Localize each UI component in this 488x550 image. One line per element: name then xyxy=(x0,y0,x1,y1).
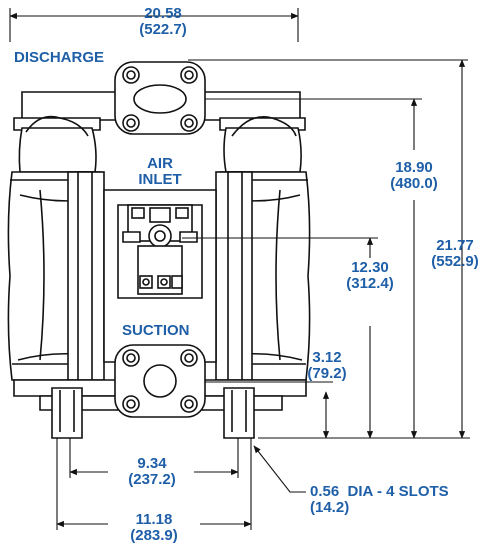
suction-height-in: 3.12 xyxy=(312,349,342,366)
discharge-height-mm: (480.0) xyxy=(390,175,438,192)
outer-slot-spacing-mm: (283.9) xyxy=(130,527,178,544)
overall-width-dimension: 20.58 (522.7) xyxy=(113,6,213,38)
dimension-lines xyxy=(9,8,470,530)
discharge-height-dimension: 18.90 (480.0) xyxy=(378,160,450,192)
mount-slots-dimension: 0.56 DIA - 4 SLOTS (14.2) xyxy=(310,484,480,516)
inner-slot-spacing-dimension: 9.34 (237.2) xyxy=(112,456,192,488)
outer-slot-spacing-dimension: 11.18 (283.9) xyxy=(110,512,198,544)
suction-height-mm: (79.2) xyxy=(307,365,347,382)
air-inlet-label: AIR INLET xyxy=(128,156,192,188)
air-inlet-height-dimension: 12.30 (312.4) xyxy=(334,260,406,292)
air-inlet-height-in: 12.30 xyxy=(351,259,389,276)
overall-height-dimension: 21.77 (552.9) xyxy=(422,238,488,270)
discharge-label: DISCHARGE xyxy=(14,49,105,66)
pump-body xyxy=(7,61,311,439)
outer-slot-spacing-in: 11.18 xyxy=(135,511,173,528)
overall-width-in: 20.58 xyxy=(144,5,182,22)
mount-slots-in: 0.56 xyxy=(310,483,340,500)
inner-slot-spacing-in: 9.34 xyxy=(137,455,167,472)
inner-slot-spacing-mm: (237.2) xyxy=(128,471,176,488)
mount-slots-line: 0.56 DIA - 4 SLOTS xyxy=(310,484,480,500)
discharge-height-in: 18.90 xyxy=(395,159,433,176)
air-inlet-line1: AIR xyxy=(147,155,173,172)
mount-slots-mm: (14.2) xyxy=(310,499,350,516)
air-inlet-height-mm: (312.4) xyxy=(346,275,394,292)
overall-height-mm: (552.9) xyxy=(431,253,479,270)
mount-slots-text: DIA - 4 SLOTS xyxy=(347,483,449,500)
overall-width-mm: (522.7) xyxy=(139,21,187,38)
air-inlet-line2: INLET xyxy=(138,171,182,188)
suction-height-dimension: 3.12 (79.2) xyxy=(298,350,356,382)
suction-label: SUCTION xyxy=(122,322,190,339)
overall-height-in: 21.77 xyxy=(436,237,474,254)
